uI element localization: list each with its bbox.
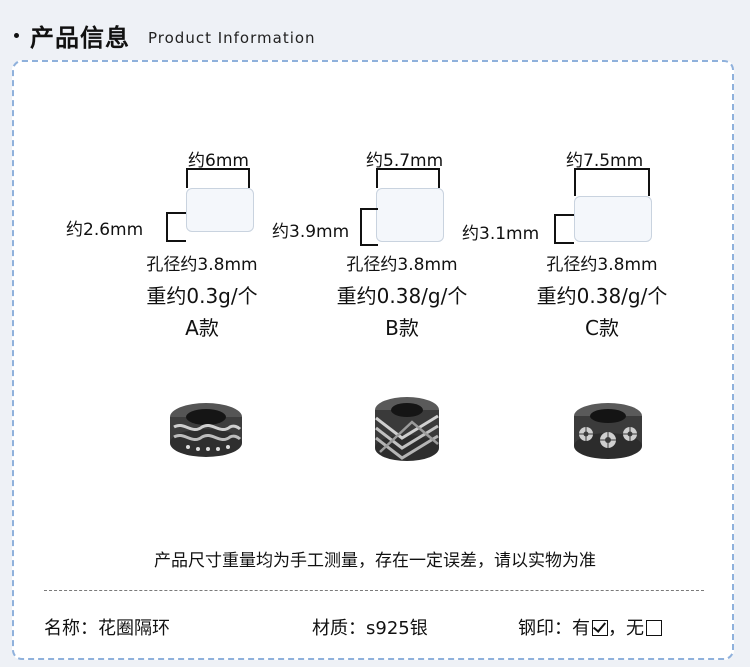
- weight-label: 重约0.3g/个: [146, 284, 258, 308]
- width-tick-right: [248, 168, 250, 188]
- spec-name: 名称：花圈隔环: [44, 614, 170, 640]
- spec-material-label: 材质：: [312, 618, 366, 639]
- measurement-disclaimer: 产品尺寸重量均为手工测量，存在一定误差，请以实物为准: [154, 551, 596, 571]
- weight-label: 重约0.38/g/个: [536, 284, 668, 308]
- width-tick-right: [648, 168, 650, 196]
- product-column-a: 约6mm 约2.6mm 孔径约3.8mm 重约0.3g/个 A款: [66, 62, 306, 542]
- spec-name-value: 花圈隔环: [98, 618, 170, 639]
- weight-label: 重约0.38/g/个: [336, 284, 468, 308]
- height-tick-top: [360, 208, 378, 210]
- width-tick-left: [574, 168, 576, 196]
- product-column-b: 约5.7mm 约3.9mm 孔径约3.8mm 重约0.38/g/个 B款: [266, 62, 506, 542]
- model-label: B款: [385, 316, 419, 340]
- spec-material: 材质：s925银: [312, 614, 428, 640]
- model-label: A款: [185, 316, 219, 340]
- height-tick-bottom: [166, 240, 186, 242]
- model-label: C款: [585, 316, 619, 340]
- section-header: 产品信息 Product Information: [0, 0, 750, 54]
- stamp-yes-checkbox-icon: [592, 620, 608, 636]
- bullet-dot: [14, 33, 19, 38]
- height-tick-top: [166, 212, 186, 214]
- height-label: 约2.6mm: [66, 220, 144, 240]
- floral-braid-bead-photo: [170, 403, 242, 457]
- height-label: 约3.9mm: [272, 222, 350, 242]
- width-dimension-line: [186, 168, 250, 170]
- dashed-divider: [44, 590, 704, 591]
- hole-diameter: 孔径约3.8mm: [346, 255, 458, 275]
- height-label: 约3.1mm: [462, 224, 540, 244]
- spec-stamp-label: 钢印：: [518, 618, 572, 639]
- stamp-yes-label: 有: [572, 618, 590, 639]
- width-label: 约5.7mm: [366, 151, 444, 171]
- width-dimension-line: [574, 168, 650, 170]
- height-dimension-line: [360, 208, 362, 246]
- height-tick-top: [554, 214, 574, 216]
- hole-diameter: 孔径约3.8mm: [146, 255, 258, 275]
- height-dimension-line: [554, 214, 556, 244]
- stamp-separator: ，: [608, 618, 626, 639]
- section-title: 产品信息: [30, 24, 130, 52]
- height-tick-bottom: [554, 242, 574, 244]
- spec-name-label: 名称：: [44, 618, 98, 639]
- bead-c-diagram: [574, 196, 652, 242]
- bead-b-diagram: [376, 188, 444, 242]
- spec-stamp: 钢印：有 ，无: [518, 614, 662, 640]
- section-subtitle: Product Information: [148, 29, 316, 47]
- hole-diameter: 孔径约3.8mm: [546, 255, 658, 275]
- width-label: 约6mm: [188, 151, 249, 171]
- stamp-no-checkbox-icon: [646, 620, 662, 636]
- width-tick-left: [376, 168, 378, 188]
- width-label: 约7.5mm: [566, 151, 644, 171]
- width-dimension-line: [376, 168, 440, 170]
- product-info-card: 约6mm 约2.6mm 孔径约3.8mm 重约0.3g/个 A款 约5.7mm: [12, 60, 734, 660]
- width-tick-left: [186, 168, 188, 188]
- daisy-bead-photo: [574, 403, 642, 459]
- width-tick-right: [438, 168, 440, 188]
- height-dimension-line: [166, 212, 168, 242]
- product-column-c: 约7.5mm 约3.1mm 孔径约3.8mm 重约0.38/g/个 C款: [462, 62, 706, 542]
- bead-a-diagram: [186, 188, 254, 232]
- height-tick-bottom: [360, 244, 378, 246]
- woven-bead-photo: [375, 397, 439, 461]
- spec-material-value: s925银: [366, 618, 428, 639]
- stamp-no-label: 无: [626, 618, 644, 639]
